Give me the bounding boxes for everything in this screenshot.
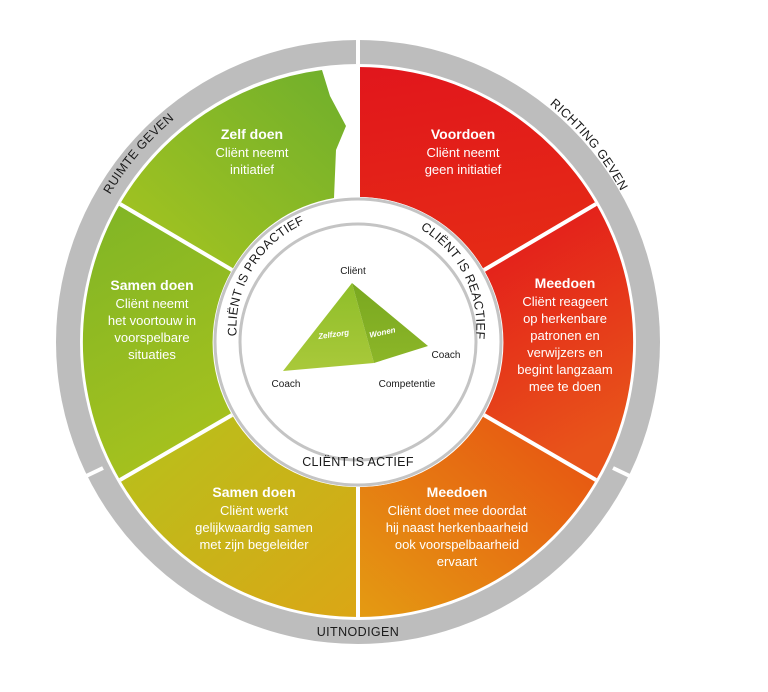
- samen-doen-bottom-line-2: gelijkwaardig samen: [195, 520, 313, 535]
- samen-doen-bottom-title: Samen doen: [212, 484, 295, 500]
- ring-divider-left: [81, 466, 104, 480]
- samen-doen-left-title: Samen doen: [110, 277, 193, 293]
- segment-samen-doen-bottom: [120, 415, 358, 617]
- meedoen-right-line-2: op herkenbare: [523, 311, 607, 326]
- segment-meedoen-bottom: [358, 415, 596, 617]
- voordoen-line-1: Cliënt neemt: [427, 145, 500, 160]
- samen-doen-left-line-1: Cliënt neemt: [116, 296, 189, 311]
- label-client-actief: CLIËNT IS ACTIEF: [302, 455, 414, 469]
- inner-ring-outer-line: [213, 197, 503, 487]
- samen-doen-left-line-2: het voortouw in: [108, 313, 196, 328]
- text-voordoen: Voordoen Cliënt neemt geen initiatief: [425, 126, 502, 177]
- zelf-doen-line-2: initiatief: [230, 162, 274, 177]
- meedoen-right-line-6: mee te doen: [529, 379, 601, 394]
- label-uitnodigen: UITNODIGEN: [317, 625, 399, 639]
- voordoen-line-2: geen initiatief: [425, 162, 502, 177]
- samen-doen-left-line-3: voorspelbare: [114, 330, 189, 345]
- meedoen-bottom-line-2: hij naast herkenbaarheid: [386, 520, 528, 535]
- voordoen-title: Voordoen: [431, 126, 495, 142]
- meedoen-right-line-5: begint langzaam: [517, 362, 612, 377]
- text-zelf-doen: Zelf doen Cliënt neemt initiatief: [216, 126, 289, 177]
- meedoen-right-line-1: Cliënt reageert: [522, 294, 608, 309]
- segment-zelf-doen: [120, 70, 346, 270]
- zelf-doen-line-1: Cliënt neemt: [216, 145, 289, 160]
- pyramid: Zelfzorg Wonen Cliënt Coach Coach Compet…: [272, 266, 461, 390]
- text-samen-doen-left: Samen doen Cliënt neemt het voortouw in …: [108, 277, 196, 362]
- text-meedoen-bottom: Meedoen Cliënt doet mee doordat hij naas…: [386, 484, 528, 569]
- samen-doen-bottom-line-3: met zijn begeleider: [199, 537, 309, 552]
- pyramid-label-bottom-left: Coach: [272, 379, 301, 390]
- samen-doen-bottom-line-1: Cliënt werkt: [220, 503, 288, 518]
- meedoen-right-line-4: verwijzers en: [527, 345, 603, 360]
- pyramid-label-top: Cliënt: [340, 266, 366, 277]
- pyramid-face-left: [283, 283, 374, 371]
- segment-meedoen-right: [484, 204, 634, 480]
- meedoen-right-title: Meedoen: [535, 275, 596, 291]
- meedoen-bottom-line-1: Cliënt doet mee doordat: [388, 503, 527, 518]
- segment-voordoen: [358, 66, 596, 270]
- text-samen-doen-bottom: Samen doen Cliënt werkt gelijkwaardig sa…: [195, 484, 313, 552]
- text-meedoen-right: Meedoen Cliënt reageert op herkenbare pa…: [517, 275, 612, 394]
- pyramid-face-label-left: Zelfzorg: [317, 328, 350, 341]
- meedoen-bottom-line-3: ook voorspelbaarheid: [395, 537, 519, 552]
- inner-ring-inner-line: [238, 222, 478, 462]
- meedoen-bottom-title: Meedoen: [427, 484, 488, 500]
- pyramid-label-bottom-right: Competentie: [379, 379, 436, 390]
- segment-samen-doen-left: [82, 204, 232, 480]
- zelf-doen-title: Zelf doen: [221, 126, 283, 142]
- segment-dividers: [118, 67, 598, 617]
- meedoen-bottom-line-4: ervaart: [437, 554, 478, 569]
- ring-divider-right: [612, 466, 635, 480]
- samen-doen-left-line-4: situaties: [128, 347, 176, 362]
- pyramid-label-right: Coach: [432, 350, 461, 361]
- meedoen-right-line-3: patronen en: [530, 328, 599, 343]
- pyramid-face-right: [352, 283, 428, 363]
